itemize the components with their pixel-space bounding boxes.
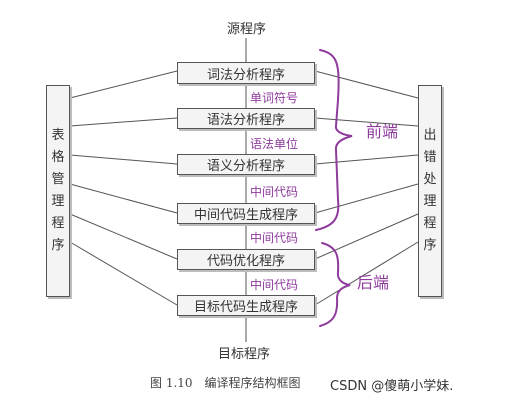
error-handling-label: 出错处理程序 (423, 128, 437, 253)
fan-left-5 (69, 213, 178, 260)
intermediate-label-intermediate-code-3: 中间代码 (250, 278, 299, 292)
phase-box-lexical-analyzer: 词法分析程序 (177, 62, 315, 84)
fan-left-1 (69, 70, 178, 99)
table-management-label: 表格管理程序 (51, 128, 65, 253)
fan-left-6 (69, 241, 178, 306)
watermark: CSDN @傻萌小学妹. (330, 379, 454, 394)
frontend-label: 前端 (366, 122, 399, 141)
fan-left-2 (69, 117, 178, 127)
phase-box-semantic-analyzer: 语义分析程序 (177, 154, 315, 175)
fan-left-4 (69, 183, 178, 214)
phase-box-code-optimizer: 代码优化程序 (177, 249, 315, 270)
phase-box-intermediate-code-generator: 中间代码生成程序 (177, 203, 315, 224)
intermediate-label-intermediate-code-2: 中间代码 (250, 231, 299, 245)
target-program-label: 目标程序 (218, 347, 271, 362)
fan-right-5 (314, 213, 419, 260)
fan-right-3 (314, 154, 419, 165)
intermediate-label-syntax-units: 语法单位 (250, 137, 299, 151)
fan-right-1 (314, 70, 419, 99)
table-management-box: 表格管理程序 (46, 85, 70, 297)
figure-caption: 图 1.10 编译程序结构框图 (150, 376, 301, 390)
fan-right-2 (314, 117, 419, 127)
backend-label: 后端 (357, 273, 390, 292)
source-program-label: 源程序 (227, 22, 267, 37)
intermediate-label-intermediate-code-1: 中间代码 (250, 185, 299, 199)
phase-box-syntax-analyzer: 语法分析程序 (177, 108, 315, 129)
error-handling-box: 出错处理程序 (418, 85, 442, 297)
phase-box-target-code-generator: 目标代码生成程序 (177, 295, 315, 316)
fan-left-3 (69, 154, 178, 165)
backend-brace (319, 242, 351, 327)
fan-right-6 (314, 241, 419, 306)
fan-right-4 (314, 183, 419, 214)
frontend-brace (315, 49, 353, 231)
intermediate-label-tokens: 单词符号 (250, 91, 299, 105)
